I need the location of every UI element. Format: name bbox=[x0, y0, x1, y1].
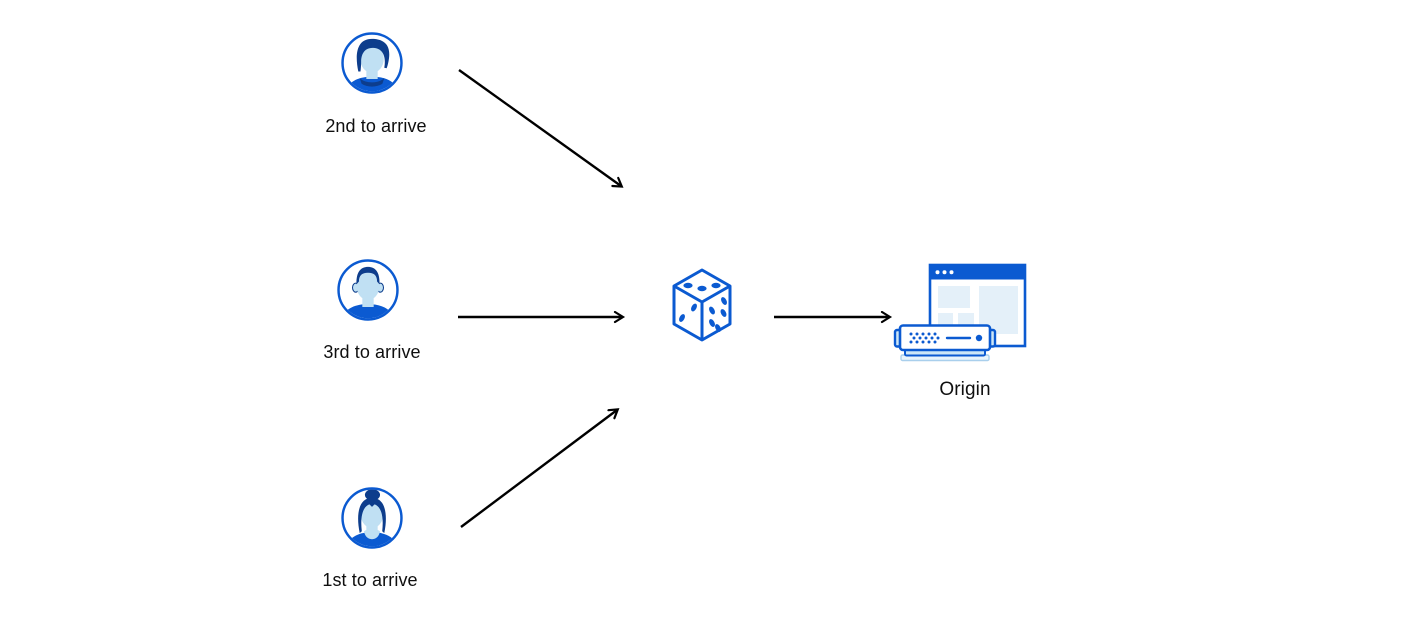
avatar-2nd-to-arrive bbox=[338, 29, 406, 102]
actor-label-2nd: 2nd to arrive bbox=[325, 116, 427, 136]
origin-server-browser-icon bbox=[893, 263, 1027, 362]
arrow-1st-to-dice bbox=[460, 410, 617, 528]
origin-icon bbox=[888, 256, 1028, 371]
arrow-2nd-to-dice bbox=[458, 69, 621, 186]
person-man-quiff-icon bbox=[341, 32, 403, 94]
origin-label: Origin bbox=[939, 379, 991, 400]
actor-label-1st: 1st to arrive bbox=[322, 570, 418, 590]
avatar-1st-to-arrive bbox=[338, 484, 406, 557]
dice-icon bbox=[666, 264, 738, 353]
actor-label-3rd: 3rd to arrive bbox=[323, 342, 421, 362]
person-man-short-hair-icon bbox=[337, 259, 399, 321]
dice-cube bbox=[672, 268, 732, 342]
server-box bbox=[893, 324, 997, 362]
avatar-3rd-to-arrive bbox=[334, 256, 402, 329]
person-woman-bun-icon bbox=[341, 487, 403, 549]
server-vents bbox=[909, 332, 940, 344]
